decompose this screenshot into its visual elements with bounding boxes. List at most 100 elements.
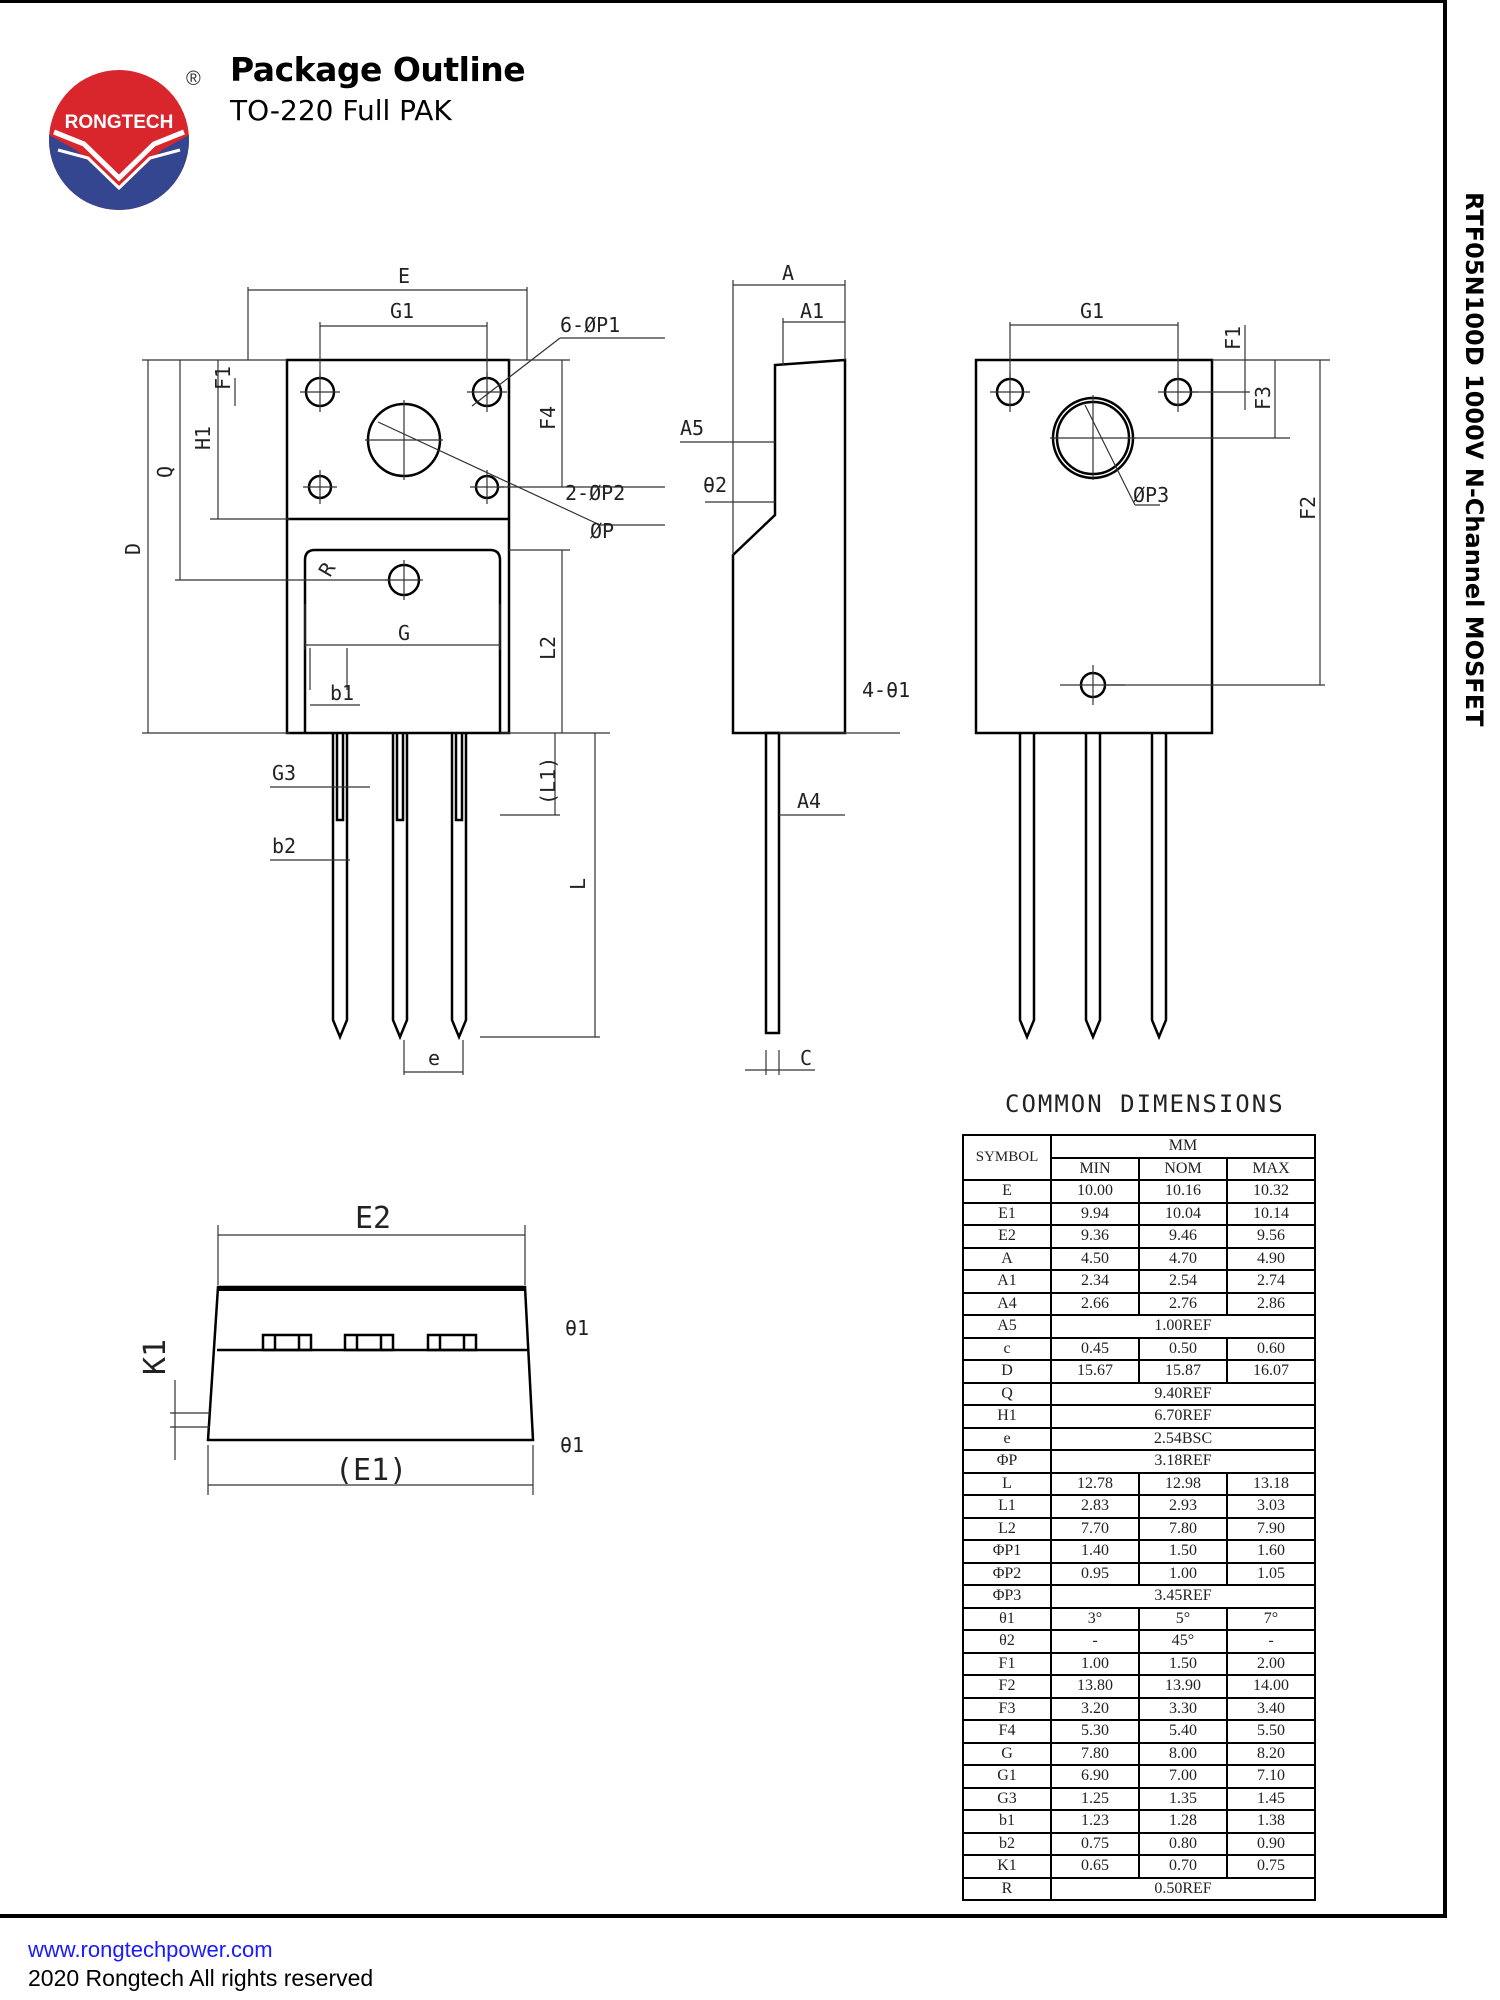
table-cell-symbol: K1 bbox=[962, 1854, 1052, 1879]
table-cell-nom: 0.70 bbox=[1138, 1854, 1228, 1879]
table-cell-max: 9.56 bbox=[1226, 1224, 1316, 1249]
table-cell-min: 0.75 bbox=[1050, 1831, 1140, 1856]
table-cell-symbol: θ1 bbox=[962, 1606, 1052, 1631]
table-cell-min: 0.65 bbox=[1050, 1854, 1140, 1879]
label-A: A bbox=[782, 261, 794, 285]
package-subtitle: TO-220 Full PAK bbox=[230, 94, 452, 127]
label-F3: F3 bbox=[1251, 386, 1275, 410]
table-cell-nom: 0.80 bbox=[1138, 1831, 1228, 1856]
table-cell-symbol: ΦP1 bbox=[962, 1539, 1052, 1564]
table-cell-symbol: A4 bbox=[962, 1291, 1052, 1316]
min-header: MIN bbox=[1050, 1156, 1140, 1181]
table-cell-max: 1.45 bbox=[1226, 1786, 1316, 1811]
table-cell-nom: 8.00 bbox=[1138, 1741, 1228, 1766]
table-cell-max: 0.60 bbox=[1226, 1336, 1316, 1361]
table-cell-max: 2.86 bbox=[1226, 1291, 1316, 1316]
table-cell-min: 5.30 bbox=[1050, 1719, 1140, 1744]
label-H1: H1 bbox=[191, 426, 215, 450]
table-cell-nom: 1.50 bbox=[1138, 1651, 1228, 1676]
table-cell-min: 3° bbox=[1050, 1606, 1140, 1631]
part-number-title: RTF05N100D 1000V N-Channel MOSFET bbox=[1460, 192, 1488, 727]
table-cell-symbol: A1 bbox=[962, 1269, 1052, 1294]
table-row: θ2-45°- bbox=[962, 1629, 1316, 1654]
table-cell-min: 4.50 bbox=[1050, 1246, 1140, 1271]
table-cell-nom: 1.50 bbox=[1138, 1539, 1228, 1564]
label-G1: G1 bbox=[390, 299, 414, 323]
table-cell-min: 1.23 bbox=[1050, 1809, 1140, 1834]
label-bottom-theta1-bottom: θ1 bbox=[560, 1433, 584, 1457]
table-cell-nom: 13.90 bbox=[1138, 1674, 1228, 1699]
table-cell-max: 3.03 bbox=[1226, 1494, 1316, 1519]
table-cell-nom: 2.76 bbox=[1138, 1291, 1228, 1316]
table-cell-symbol: E2 bbox=[962, 1224, 1052, 1249]
table-cell-nom: 10.16 bbox=[1138, 1179, 1228, 1204]
package-drawing: E G1 6-ØP1 F1 H1 Q D F4 2-ØP2 ØP R G L2 … bbox=[121, 261, 1330, 1495]
label-C: C bbox=[800, 1046, 812, 1070]
table-cell-max: 13.18 bbox=[1226, 1471, 1316, 1496]
table-cell-symbol: G bbox=[962, 1741, 1052, 1766]
table-cell-symbol: E bbox=[962, 1179, 1052, 1204]
table-cell-symbol: ΦP bbox=[962, 1449, 1052, 1474]
label-L1: (L1) bbox=[536, 757, 560, 805]
table-cell-symbol: L2 bbox=[962, 1516, 1052, 1541]
table-cell-max: 4.90 bbox=[1226, 1246, 1316, 1271]
table-cell-max: 7° bbox=[1226, 1606, 1316, 1631]
label-4-theta1: 4-θ1 bbox=[862, 678, 910, 702]
table-cell-nom: 45° bbox=[1138, 1629, 1228, 1654]
label-R: R bbox=[314, 557, 341, 580]
label-2-P2: 2-ØP2 bbox=[565, 481, 625, 505]
table-cell-symbol: c bbox=[962, 1336, 1052, 1361]
table-cell-symbol: ΦP3 bbox=[962, 1584, 1052, 1609]
label-E1: (E1) bbox=[335, 1453, 407, 1488]
table-cell-max: 8.20 bbox=[1226, 1741, 1316, 1766]
table-cell-symbol: Q bbox=[962, 1381, 1052, 1406]
table-cell-min: 10.00 bbox=[1050, 1179, 1140, 1204]
table-cell-nom: 0.50 bbox=[1138, 1336, 1228, 1361]
label-e: e bbox=[428, 1046, 440, 1070]
table-cell-nom: 9.46 bbox=[1138, 1224, 1228, 1249]
table-cell-symbol: θ2 bbox=[962, 1629, 1052, 1654]
table-cell-symbol: F1 bbox=[962, 1651, 1052, 1676]
back-view bbox=[974, 358, 1214, 1041]
bottom-view bbox=[206, 1285, 535, 1442]
table-cell-span: 1.00REF bbox=[1050, 1314, 1316, 1339]
table-cell-max: 1.60 bbox=[1226, 1539, 1316, 1564]
label-P3: ØP3 bbox=[1133, 483, 1169, 507]
table-cell-max: 1.05 bbox=[1226, 1561, 1316, 1586]
label-G3: G3 bbox=[272, 761, 296, 785]
table-cell-symbol: H1 bbox=[962, 1404, 1052, 1429]
table-cell-max: 10.32 bbox=[1226, 1179, 1316, 1204]
label-A1: A1 bbox=[800, 299, 824, 323]
footer-website-link[interactable]: www.rongtechpower.com bbox=[28, 1937, 273, 1962]
table-cell-min: 1.25 bbox=[1050, 1786, 1140, 1811]
table-cell-symbol: R bbox=[962, 1876, 1052, 1901]
table-cell-min: 3.20 bbox=[1050, 1696, 1140, 1721]
table-cell-nom: 15.87 bbox=[1138, 1359, 1228, 1384]
label-F4: F4 bbox=[536, 406, 560, 430]
table-cell-nom: 7.00 bbox=[1138, 1764, 1228, 1789]
table-cell-symbol: L bbox=[962, 1471, 1052, 1496]
table-cell-max: 0.90 bbox=[1226, 1831, 1316, 1856]
unit-header: MM bbox=[1050, 1134, 1316, 1159]
label-b2: b2 bbox=[272, 834, 296, 858]
label-6-P1: 6-ØP1 bbox=[560, 313, 620, 337]
label-A4: A4 bbox=[797, 789, 821, 813]
table-cell-max: 7.10 bbox=[1226, 1764, 1316, 1789]
